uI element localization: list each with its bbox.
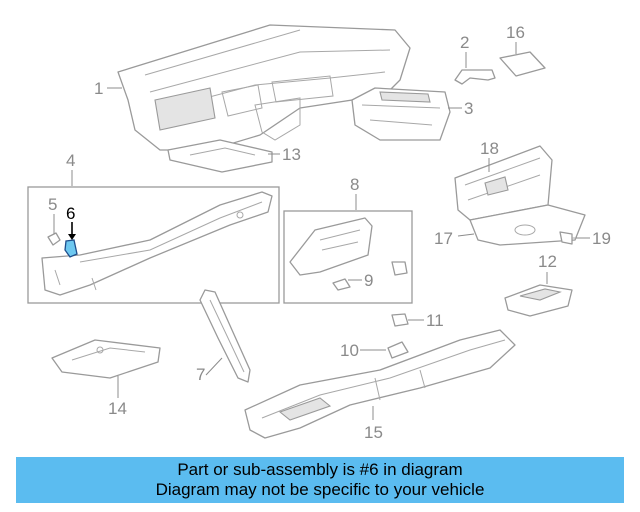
banner-line-disclaimer: Diagram may not be specific to your vehi… [155,480,485,499]
part-5-clip [47,232,61,246]
part-2-bracket [454,69,496,85]
callout-16: 16 [506,23,525,42]
part-11-plug [391,313,409,327]
part-4-lower-trim [41,191,273,296]
callout-17: 17 [434,229,453,248]
callout-7: 7 [196,365,205,384]
part-16-cover-plate [499,51,546,77]
part-9-clip [332,261,408,291]
callout-6: 6 [66,204,75,223]
banner-line-part: Part or sub-assembly is #6 in diagram [177,460,463,479]
parts-diagram: 1 2 16 3 13 4 5 6 8 9 18 17 19 12 11 10 … [27,23,611,442]
part-13-tray [167,139,273,173]
callout-10: 10 [340,341,359,360]
callout-1: 1 [94,79,103,98]
callout-12: 12 [538,252,557,271]
part-6-highlighted [64,222,78,258]
group-box-8 [283,210,413,304]
info-banner: Part or sub-assembly is #6 in diagram Di… [16,457,624,503]
callout-9: 9 [364,271,373,290]
callout-15: 15 [364,423,383,442]
callout-11: 11 [426,311,444,330]
callout-18: 18 [480,139,499,158]
part-10-plug [387,341,409,359]
part-15-console [244,329,516,439]
callout-2: 2 [460,33,469,52]
part-17-glove-box-liner [469,204,586,246]
callout-5: 5 [48,195,57,214]
part-14-bracket [51,339,161,379]
part-7-pillar-trim [199,289,251,383]
callout-13: 13 [282,145,301,164]
part-18-glove-box-door [454,145,553,221]
callout-3: 3 [464,99,473,118]
callout-14: 14 [108,399,127,418]
part-1-instrument-panel [117,24,411,151]
callout-19: 19 [592,229,611,248]
group-box-4 [27,186,280,304]
part-3-cluster-bezel [351,87,451,141]
callout-4: 4 [66,151,75,170]
part-12-ashtray [504,284,573,317]
leader-lines [53,42,590,420]
callout-8: 8 [350,175,359,194]
part-8-switch-panel [289,217,373,276]
part-19-fastener [559,231,580,245]
